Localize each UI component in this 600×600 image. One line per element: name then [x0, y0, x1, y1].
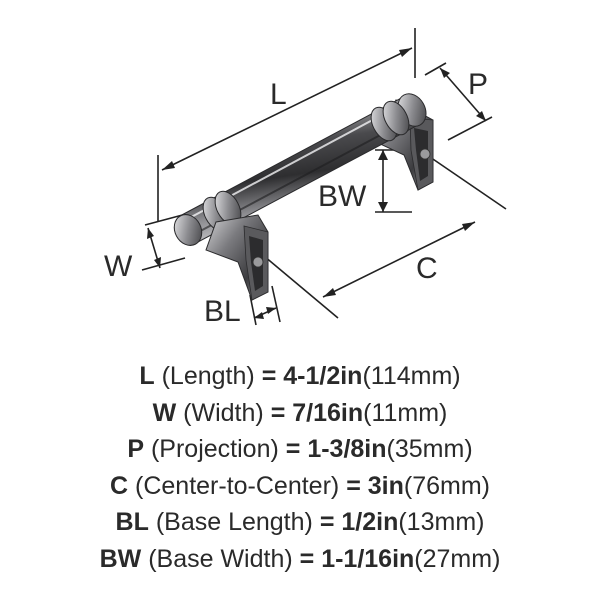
- spec-name: (Base Width): [148, 544, 293, 573]
- spec-value: 1-1/16in: [321, 544, 415, 573]
- spec-equals: =: [299, 544, 315, 573]
- dimension-lines: [141, 28, 507, 326]
- spec-row-width: W (Width) = 7/16in(11mm): [0, 395, 600, 432]
- spec-value: 7/16in: [292, 398, 364, 427]
- spec-value: 4-1/2in: [283, 362, 363, 390]
- spec-abbr: BL: [115, 508, 149, 536]
- spec-equals: =: [319, 508, 335, 536]
- projection-ext-bottom: [447, 116, 493, 141]
- spec-row-center-to-center: C (Center-to-Center) = 3in(76mm): [0, 468, 600, 505]
- arrowheads: [147, 48, 486, 319]
- spec-metric: (13mm): [398, 508, 485, 536]
- spec-equals: =: [261, 362, 277, 390]
- cabinet-pull: [173, 93, 434, 301]
- pull-diagram: L P BW W C BL: [104, 28, 507, 328]
- length-dim-line: [161, 47, 413, 171]
- spec-name: (Center-to-Center): [135, 471, 340, 500]
- center-label: C: [416, 252, 438, 285]
- spec-row-projection: P (Projection) = 1-3/8in(35mm): [0, 431, 600, 468]
- pull-drawing: [141, 28, 507, 326]
- spec-value: 1-3/8in: [307, 435, 387, 463]
- width-label: W: [104, 250, 133, 283]
- spec-metric: (35mm): [386, 435, 473, 463]
- left-leg: [205, 214, 269, 301]
- spec-abbr: P: [127, 435, 145, 463]
- center-dim-line: [322, 221, 476, 298]
- spec-abbr: C: [110, 471, 129, 500]
- spec-abbr: W: [152, 398, 177, 427]
- spec-name: (Length): [161, 362, 255, 390]
- spec-value: 3in: [367, 471, 404, 500]
- spec-abbr: L: [139, 362, 155, 390]
- base-length-ext-right: [271, 285, 281, 323]
- center-ext-right: [426, 154, 507, 210]
- spec-abbr: BW: [99, 544, 142, 573]
- projection-dim-line: [439, 67, 487, 122]
- spec-metric: (114mm): [362, 362, 461, 390]
- width-ext-bottom: [141, 257, 186, 271]
- spec-value: 1/2in: [341, 508, 399, 536]
- base-length-label: BL: [204, 295, 241, 328]
- base-length-ext-left: [249, 294, 257, 326]
- center-ext-left: [257, 250, 339, 319]
- spec-equals: =: [285, 435, 301, 463]
- spec-name: (Base Length): [155, 508, 313, 536]
- base-width-label: BW: [318, 180, 367, 213]
- spec-name: (Width): [183, 398, 264, 427]
- projection-ext-top: [424, 62, 447, 76]
- projection-label: P: [468, 68, 489, 101]
- spec-metric: (27mm): [414, 544, 501, 573]
- length-label: L: [270, 78, 287, 111]
- spec-equals: =: [270, 398, 286, 427]
- spec-row-base-length: BL (Base Length) = 1/2in(13mm): [0, 504, 600, 541]
- spec-row-base-width: BW (Base Width) = 1-1/16in(27mm): [0, 541, 600, 578]
- spec-row-length: L (Length) = 4-1/2in(114mm): [0, 358, 600, 395]
- handle-bar: [173, 93, 427, 246]
- spec-metric: (11mm): [363, 398, 448, 427]
- spec-equals: =: [346, 471, 361, 500]
- spec-metric: (76mm): [403, 471, 490, 500]
- dimension-specs: L (Length) = 4-1/2in(114mm) W (Width) = …: [0, 358, 600, 577]
- spec-name: (Projection): [150, 435, 279, 463]
